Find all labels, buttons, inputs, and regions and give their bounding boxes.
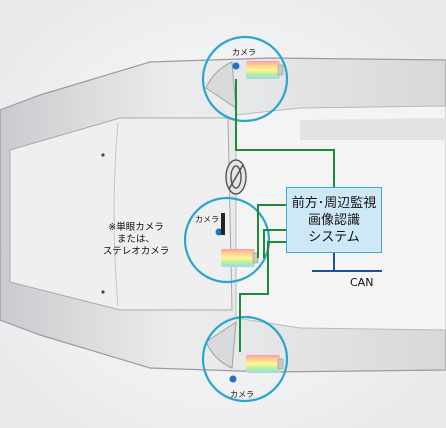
roof-shadow: [300, 118, 446, 140]
camera-dot-top: [232, 62, 240, 70]
camera-module-middle: [221, 213, 259, 267]
system-line-2: 画像認識: [307, 212, 360, 228]
note-line-1: ※単眼カメラ: [108, 222, 164, 233]
wire-bottom: [239, 241, 286, 352]
camera-module-bottom: [246, 355, 284, 373]
camera-label-bottom: カメラ: [230, 390, 254, 399]
camera-ring-bottom: [201, 315, 289, 403]
wire-middle-b: [263, 229, 286, 258]
can-label: CAN: [350, 276, 374, 289]
hood-crease: [113, 121, 119, 307]
system-line-3: システム: [308, 229, 360, 245]
image-recognition-system-box: 前方･周辺監視 画像認識 システム: [286, 187, 382, 253]
emblem-slash: [228, 164, 244, 190]
camera-label-top: カメラ: [232, 48, 256, 57]
note-line-2: または、: [116, 234, 155, 245]
hood-dot-bottom: [101, 290, 105, 294]
wire-middle-a: [257, 204, 286, 258]
camera-ring-middle: [183, 196, 271, 284]
system-line-1: 前方･周辺監視: [291, 195, 377, 211]
camera-label-middle: カメラ: [195, 215, 219, 224]
camera-dot-middle: [215, 228, 223, 236]
wire-top: [235, 79, 335, 187]
camera-type-note: ※単眼カメラ または、 ステレオカメラ: [88, 222, 184, 258]
front-pillar-bottom: [205, 321, 237, 369]
hood-dot-top: [101, 153, 105, 157]
camera-ring-top: [201, 35, 289, 123]
emblem-inner: [230, 165, 242, 189]
front-pillar-top: [205, 61, 237, 109]
note-line-3: ステレオカメラ: [102, 246, 170, 257]
stereo-bar: [221, 213, 225, 235]
camera-module-top: [246, 61, 284, 79]
wiring: [235, 79, 335, 352]
can-bus: [312, 253, 382, 272]
hood: [9, 117, 233, 311]
camera-dot-bottom: [229, 375, 237, 383]
